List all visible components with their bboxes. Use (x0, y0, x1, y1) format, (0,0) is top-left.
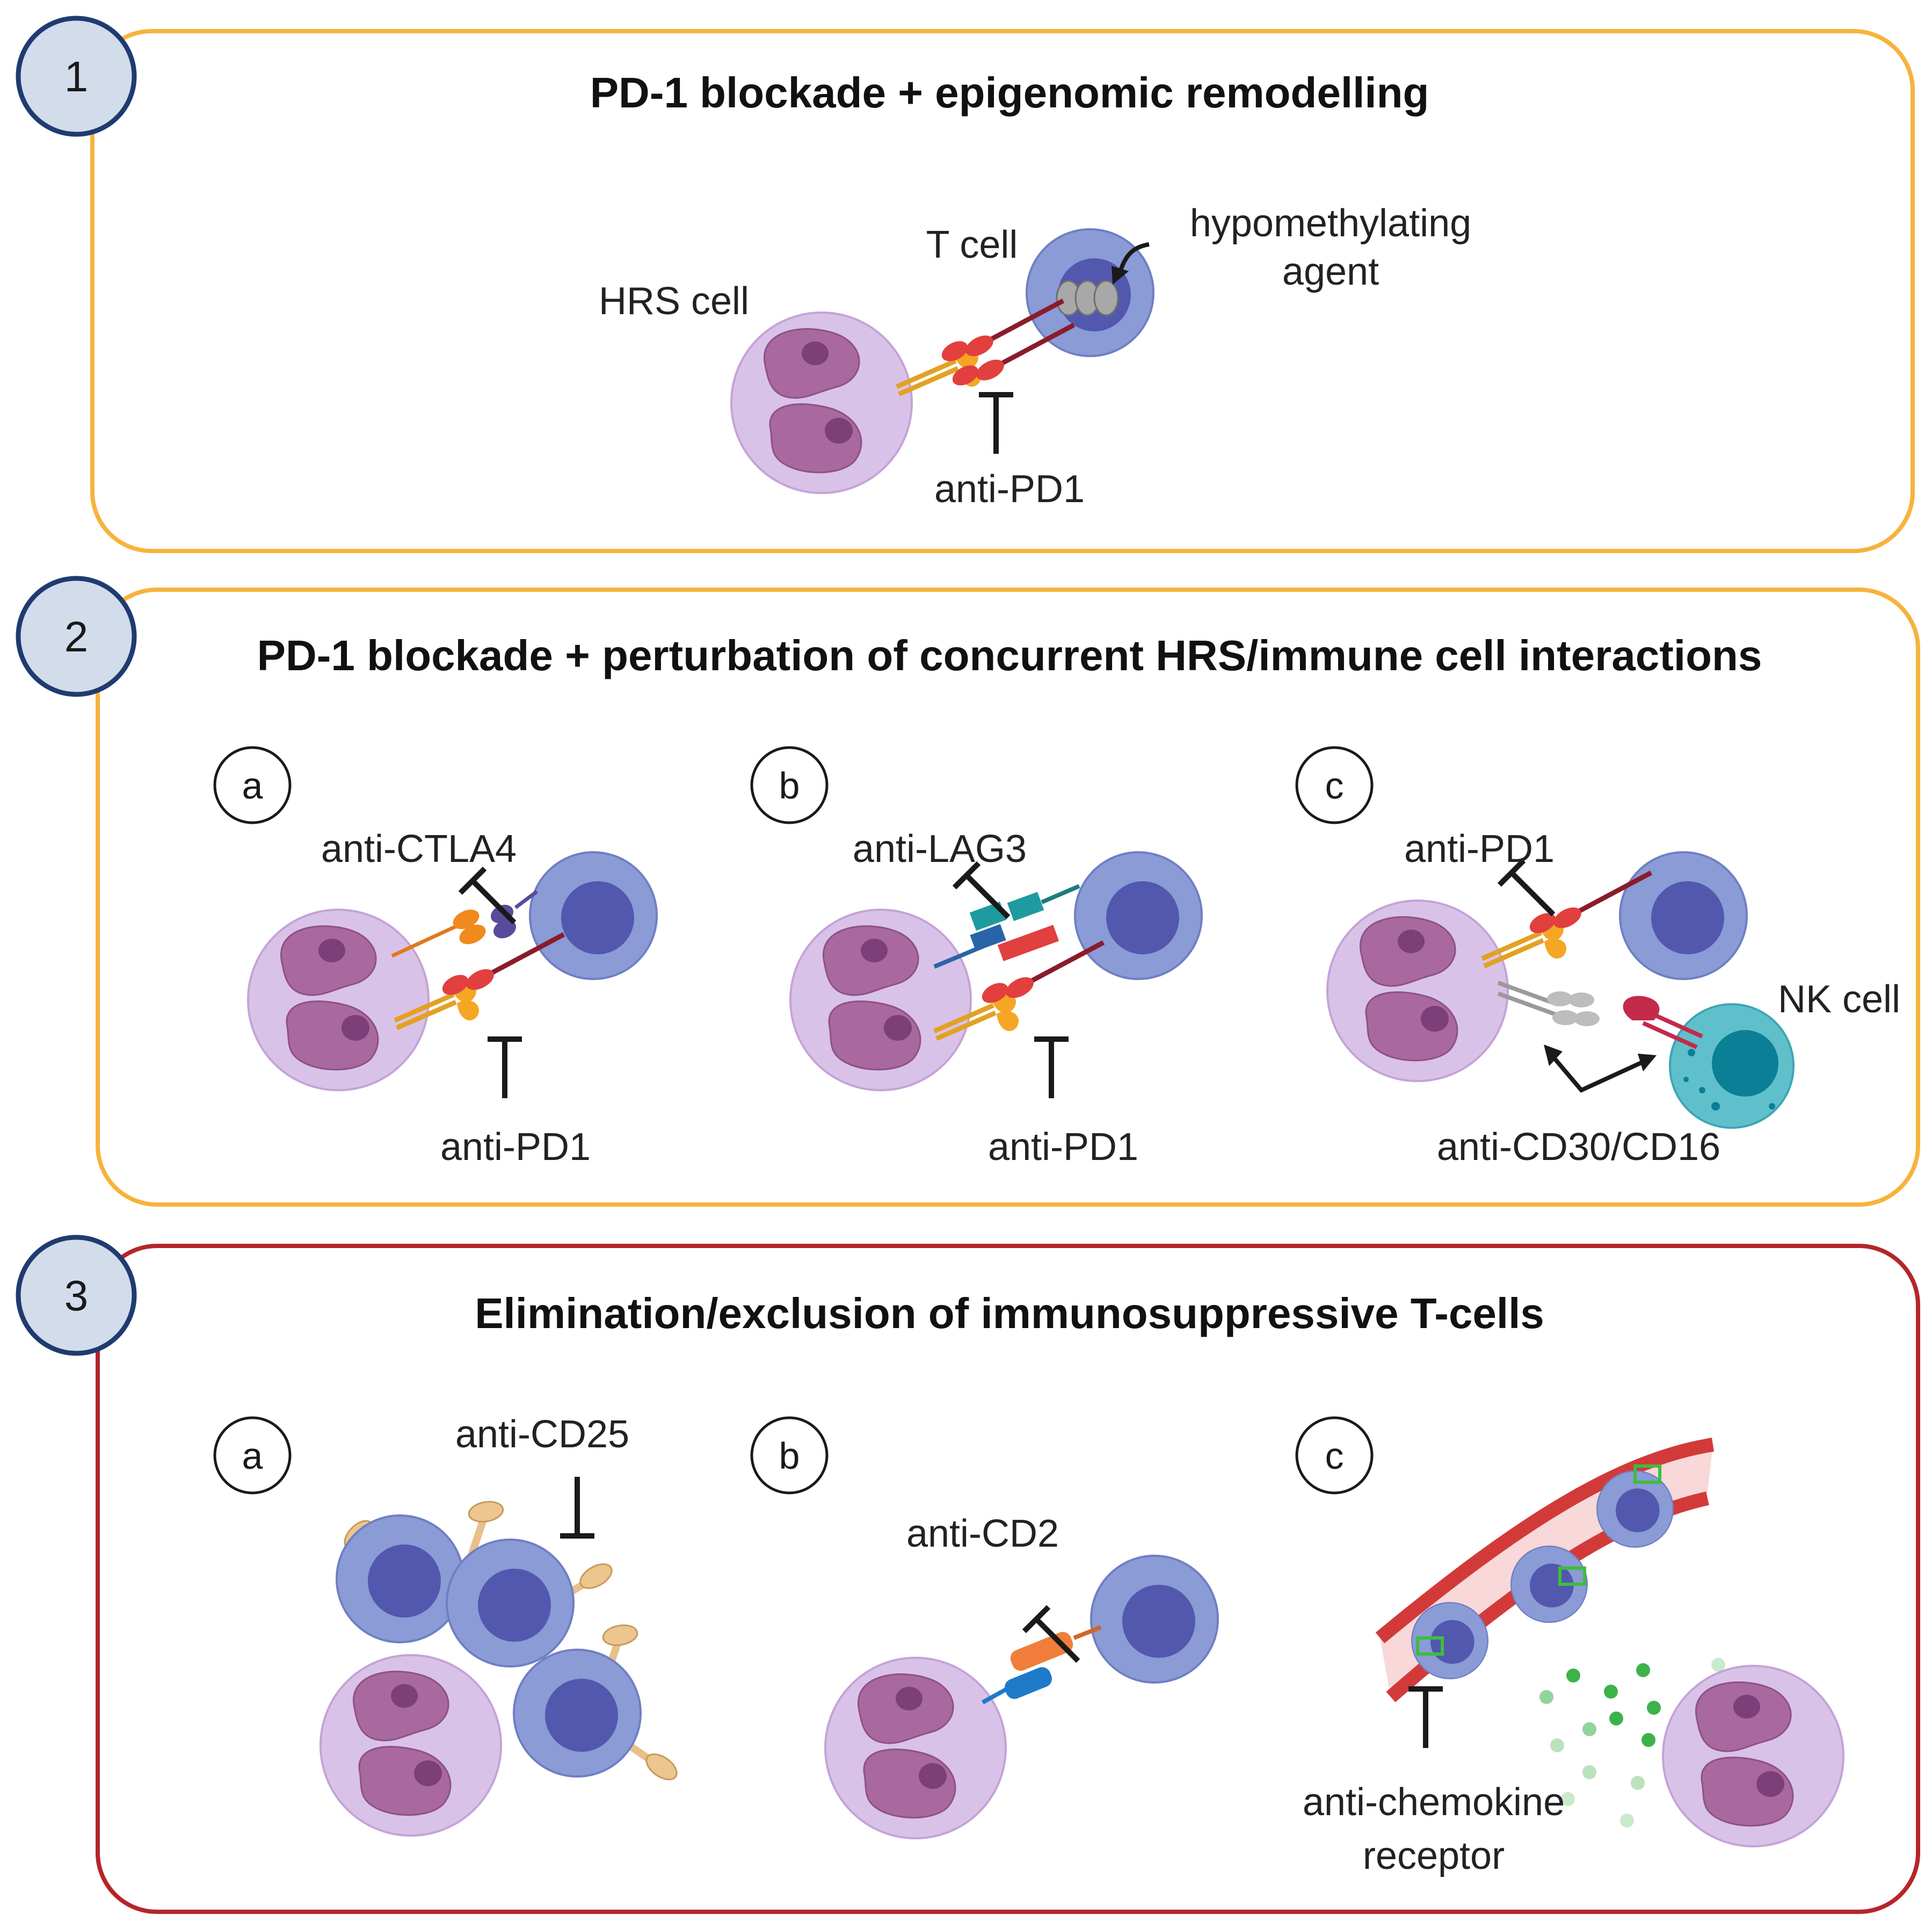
nk-cell-label: NK cell (1778, 978, 1900, 1021)
t-cell-icon (1090, 1555, 1219, 1684)
nk-cell-icon (1669, 1003, 1795, 1129)
pd1-receptor-icon (979, 942, 1103, 1007)
anti-pd1-inhibitor-icon (488, 1039, 522, 1098)
anti-pd1-label: anti-PD1 (934, 468, 1085, 511)
chromatin-icon (1056, 280, 1119, 316)
hrs-cell-icon (319, 1654, 502, 1837)
panel-2-number: 2 (64, 613, 89, 661)
panel-1-number: 1 (64, 53, 89, 100)
anti-cd25-inhibitor-icon (560, 1477, 594, 1536)
subpanel-3a-letter: a (242, 1435, 263, 1477)
subpanel-2b: b anti-LAG3 anti-PD1 (750, 746, 1203, 1169)
panel-3-border (96, 1244, 1920, 1914)
subpanel-3c-label-line1: anti-chemokine (1303, 1781, 1565, 1824)
subpanel-2b-top-label: anti-LAG3 (853, 828, 1027, 871)
subpanel-2a-letter: a (242, 765, 263, 807)
panel-3-title: Elimination/exclusion of immunosuppressi… (475, 1289, 1544, 1337)
anti-cd30-cd16-arrows (1550, 1054, 1647, 1093)
subpanel-3b-letter: b (779, 1435, 800, 1477)
subpanel-2c-bottom-label: anti-CD30/CD16 (1437, 1126, 1720, 1169)
panel-3-number: 3 (64, 1272, 89, 1319)
subpanel-2c-letter: c (1325, 765, 1344, 807)
subpanel-3c-label-line2: receptor (1363, 1834, 1505, 1877)
hrs-cell-icon (824, 1657, 1007, 1839)
arrow-head-left (1544, 1045, 1563, 1066)
t-cell-icon (1074, 851, 1203, 980)
anti-chemokine-receptor-inhibitor-icon (1408, 1689, 1443, 1748)
subpanel-2c: c (1295, 746, 1900, 1169)
subpanel-2a-bottom-label: anti-PD1 (440, 1126, 591, 1169)
t-cell-label: T cell (926, 223, 1018, 266)
arrow-head-right (1638, 1054, 1657, 1071)
panel-1: 1 PD-1 blockade + epigenomic remodelling… (16, 16, 1915, 553)
panel-1-badge: 1 (16, 16, 137, 137)
subpanel-2b-bottom-label: anti-PD1 (988, 1126, 1138, 1169)
cd2-cd58-pair-icon (982, 1625, 1102, 1705)
subpanel-3c: c (1295, 1416, 1844, 1877)
agent-label-line2: agent (1282, 250, 1379, 293)
anti-pd1-inhibitor-icon (1034, 1039, 1069, 1098)
panel-3-badge: 3 (16, 1235, 137, 1356)
panel-2: 2 PD-1 blockade + perturbation of concur… (16, 576, 1920, 1207)
subpanel-2a: a anti-CTLA4 anti-PD1 (213, 746, 658, 1169)
panel-2-title: PD-1 blockade + perturbation of concurre… (257, 632, 1762, 679)
agent-label-line1: hypomethylating (1190, 202, 1471, 245)
t-cell-icon (1619, 851, 1748, 980)
subpanel-2a-top-label: anti-CTLA4 (321, 828, 517, 871)
subpanel-3a: a anti-CD25 (213, 1413, 678, 1837)
panel-2-badge: 2 (16, 576, 137, 697)
t-cell-icon (1411, 1601, 1489, 1680)
subpanel-2c-top-label: anti-PD1 (1404, 828, 1555, 871)
t-cell-icon (529, 851, 658, 980)
anti-pd1-inhibitor-icon (979, 395, 1013, 454)
subpanel-3a-label: anti-CD25 (455, 1413, 629, 1456)
hrs-cell-icon (1662, 1665, 1844, 1847)
subpanel-2b-letter: b (779, 765, 800, 807)
pd1-receptor-icon (439, 934, 564, 999)
cd30-receptor-icon (1497, 981, 1600, 1026)
t-cell-icon (513, 1649, 642, 1778)
hrs-cell-label: HRS cell (599, 280, 749, 323)
hrs-cell-icon (730, 311, 913, 494)
ctla4-b7-pair-icon (391, 890, 539, 958)
subpanel-3c-letter: c (1325, 1435, 1344, 1477)
lag3-mhc-pair-icon (933, 884, 1080, 969)
panel-1-title: PD-1 blockade + epigenomic remodelling (590, 69, 1429, 117)
subpanel-3b-label: anti-CD2 (906, 1512, 1059, 1555)
panel-3: 3 Elimination/exclusion of immunosuppres… (16, 1235, 1920, 1914)
hrs-cell-icon (1326, 900, 1509, 1082)
panel-1-border (90, 29, 1915, 553)
t-cell-icon (336, 1514, 464, 1643)
chemokine-receptor-icon (1416, 1464, 1661, 1656)
agent-arrow-head (1112, 266, 1129, 285)
subpanel-3b: b anti-CD2 (750, 1416, 1219, 1839)
panel-2-border (96, 588, 1920, 1207)
t-cell-icon (446, 1539, 575, 1667)
hrs-cell-icon (789, 909, 972, 1091)
hrs-cell-icon (247, 909, 430, 1091)
agent-arrow (1117, 242, 1150, 275)
cd16-receptor-icon (1623, 996, 1703, 1049)
